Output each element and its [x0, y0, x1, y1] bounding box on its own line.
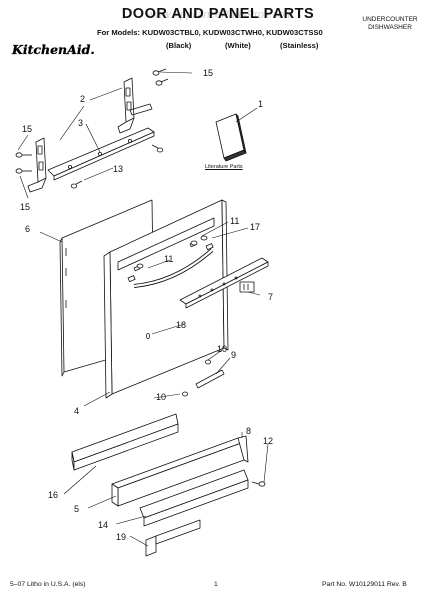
- callout-2: 2: [80, 94, 85, 104]
- toe-kick-panel-upper: [71, 413, 179, 471]
- bottom-clip: [145, 519, 201, 557]
- variant-black: (Black): [166, 41, 192, 50]
- handle-spacers: [136, 235, 208, 269]
- hinge-support-rail: [47, 127, 155, 181]
- literature-booklet: [215, 113, 247, 162]
- brand-logo-text: KitchenAid.: [12, 42, 95, 57]
- callout-19: 19: [116, 532, 126, 542]
- insulation-strip: [139, 469, 249, 527]
- callout-17: 17: [250, 222, 260, 232]
- callout-12: 12: [263, 436, 273, 446]
- control-panel-overlay: [179, 257, 269, 309]
- page-title: DOOR AND PANEL PARTS: [121, 6, 315, 22]
- screw-15-upper: [152, 68, 169, 86]
- screw-15-left: [15, 152, 32, 174]
- variant-white: (White): [225, 41, 251, 50]
- callout-10-lower: 10: [156, 392, 166, 402]
- callout-7: 7: [268, 292, 273, 302]
- door-latch: [182, 359, 225, 397]
- callout-13: 13: [113, 164, 123, 174]
- literature-parts-label: Literature Parts: [205, 164, 243, 170]
- callout-15-left: 15: [22, 124, 32, 134]
- callout-15-bottom: 15: [20, 202, 30, 212]
- door-handle: [127, 243, 214, 288]
- footer-part-number: Part No. W10129011 Rev. B: [322, 581, 407, 588]
- callout-10-upper: 10: [217, 344, 227, 354]
- appliance-type: UNDERCOUNTER DISHWASHER: [350, 16, 430, 32]
- brand-logo: KitchenAid.: [12, 42, 132, 58]
- callout-16: 16: [48, 490, 58, 500]
- callout-1: 1: [258, 99, 263, 109]
- callout-8: 8: [246, 426, 251, 436]
- watermark-text: www.AppliancePartsPros.com: [146, 9, 294, 21]
- toe-kick-bracket: [111, 435, 249, 507]
- variant-stainless: (Stainless): [280, 41, 319, 50]
- appliance-type-line1: UNDERCOUNTER: [362, 16, 418, 23]
- outer-door-panel: [103, 199, 229, 399]
- callout-4: 4: [74, 406, 79, 416]
- callout-11-right: 11: [230, 216, 239, 226]
- hinge-bracket-right: [117, 77, 153, 134]
- callout-9: 9: [231, 350, 236, 360]
- models-line: For Models: KUDW03CTBL0, KUDW03CTWH0, KU…: [97, 28, 323, 37]
- screw-12: [251, 481, 266, 487]
- hinge-bracket-left: [27, 137, 47, 193]
- appliance-type-line2: DISHWASHER: [368, 24, 412, 31]
- callout-18: 18: [176, 320, 186, 330]
- callout-11-left: 11: [164, 254, 173, 264]
- callout-15-top: 15: [203, 68, 213, 78]
- screw-13: [70, 144, 164, 189]
- callout-5: 5: [74, 504, 79, 514]
- footer-print-info: 5–07 Litho in U.S.A. (els): [10, 581, 86, 588]
- footer-page-number: 1: [214, 581, 218, 588]
- callout-6: 6: [25, 224, 30, 234]
- callout-3: 3: [78, 118, 83, 128]
- callout-14: 14: [98, 520, 108, 530]
